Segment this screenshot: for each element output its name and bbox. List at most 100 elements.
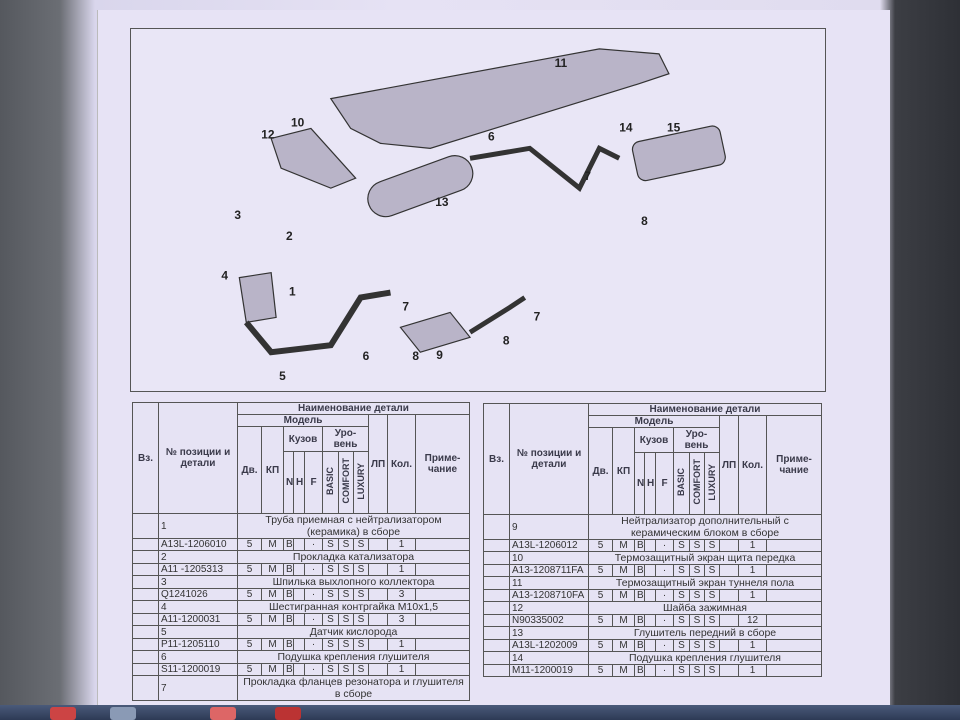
cell-note	[415, 563, 470, 576]
cell-vz	[483, 639, 510, 652]
callout-label: 7	[584, 169, 591, 183]
aux-converter	[399, 311, 472, 353]
cell-vz	[132, 625, 159, 639]
header-luxury: LUXURY	[353, 451, 369, 514]
cell-note	[415, 663, 470, 676]
cell-h	[293, 538, 305, 551]
callout-label: 9	[436, 348, 443, 362]
header-pos: № позиции и детали	[158, 402, 238, 514]
cell-n: B	[634, 614, 645, 627]
cell-vz	[483, 551, 510, 565]
cell-vz	[132, 550, 159, 564]
cell-kol: 1	[738, 589, 767, 602]
cell-f: ·	[655, 539, 674, 552]
cell-f: ·	[304, 538, 323, 551]
cell-n: B	[634, 639, 645, 652]
part-number: M11-1200019	[509, 664, 589, 677]
browser-icon[interactable]	[50, 707, 76, 720]
cell-note	[766, 639, 822, 652]
header-prim: Приме-чание	[415, 414, 470, 514]
yandex-icon[interactable]	[210, 707, 236, 720]
header-kuzov: Кузов	[634, 427, 674, 453]
position-number: 2	[158, 550, 238, 564]
cell-lp	[719, 564, 739, 577]
cell-lp	[719, 639, 739, 652]
cell-vz	[132, 650, 159, 664]
cell-kp: M	[261, 538, 284, 551]
header-h: H	[293, 451, 305, 514]
cell-kp: M	[261, 638, 284, 651]
cell-b: S	[673, 639, 690, 652]
callout-label: 4	[221, 269, 228, 283]
cell-n: B	[634, 589, 645, 602]
cell-f: ·	[304, 638, 323, 651]
cell-n: B	[283, 563, 294, 576]
part-description: Труба приемная с нейтрализатором (керами…	[237, 513, 470, 539]
cell-c: S	[338, 663, 354, 676]
cell-x: S	[353, 538, 369, 551]
cell-note	[415, 638, 470, 651]
cell-n: B	[283, 663, 294, 676]
cell-vz	[483, 589, 510, 602]
header-n: N	[283, 451, 294, 514]
cell-x: S	[353, 613, 369, 626]
cell-kp: M	[612, 664, 635, 677]
header-name: Наименование детали	[237, 402, 470, 415]
cell-h	[293, 588, 305, 601]
cell-f: ·	[304, 588, 323, 601]
cell-x: S	[704, 614, 720, 627]
cell-kol: 1	[387, 538, 416, 551]
cell-f: ·	[655, 664, 674, 677]
cell-vz	[483, 576, 510, 590]
position-number: 1	[158, 513, 238, 539]
cell-kol: 1	[738, 539, 767, 552]
cell-b: S	[322, 613, 339, 626]
cell-c: S	[338, 613, 354, 626]
part-number: A13-1208710FA	[509, 589, 589, 602]
app-icon[interactable]	[275, 707, 301, 720]
header-kol: Кол.	[738, 415, 767, 515]
callout-label: 7	[402, 299, 409, 313]
cell-f: ·	[304, 663, 323, 676]
header-model: Модель	[588, 415, 720, 428]
cell-h	[644, 589, 656, 602]
cell-dv: 5	[237, 638, 262, 651]
cell-vz	[132, 513, 159, 539]
cell-h	[644, 639, 656, 652]
cell-note	[766, 614, 822, 627]
cell-h	[293, 638, 305, 651]
header-comfort: COMFORT	[689, 452, 705, 515]
front-heat-shield	[270, 127, 357, 189]
part-description: Глушитель передний в сборе	[588, 626, 822, 640]
cell-dv: 5	[588, 589, 613, 602]
cell-h	[293, 563, 305, 576]
part-description: Нейтрализатор дополнительный с керамичес…	[588, 514, 822, 540]
position-number: 9	[509, 514, 589, 540]
cell-note	[766, 539, 822, 552]
cell-dv: 5	[588, 564, 613, 577]
cell-f: ·	[655, 639, 674, 652]
callout-label: 6	[488, 129, 495, 143]
cell-vz	[132, 588, 159, 601]
cell-dv: 5	[588, 664, 613, 677]
app-icon[interactable]	[110, 707, 136, 720]
cell-c: S	[689, 639, 705, 652]
header-pos: № позиции и детали	[509, 403, 589, 515]
header-model: Модель	[237, 414, 369, 427]
cell-lp	[368, 538, 388, 551]
cell-dv: 5	[237, 588, 262, 601]
cell-b: S	[673, 589, 690, 602]
cell-vz	[483, 539, 510, 552]
part-description: Подушка крепления глушителя	[237, 650, 470, 664]
taskbar	[0, 705, 960, 720]
